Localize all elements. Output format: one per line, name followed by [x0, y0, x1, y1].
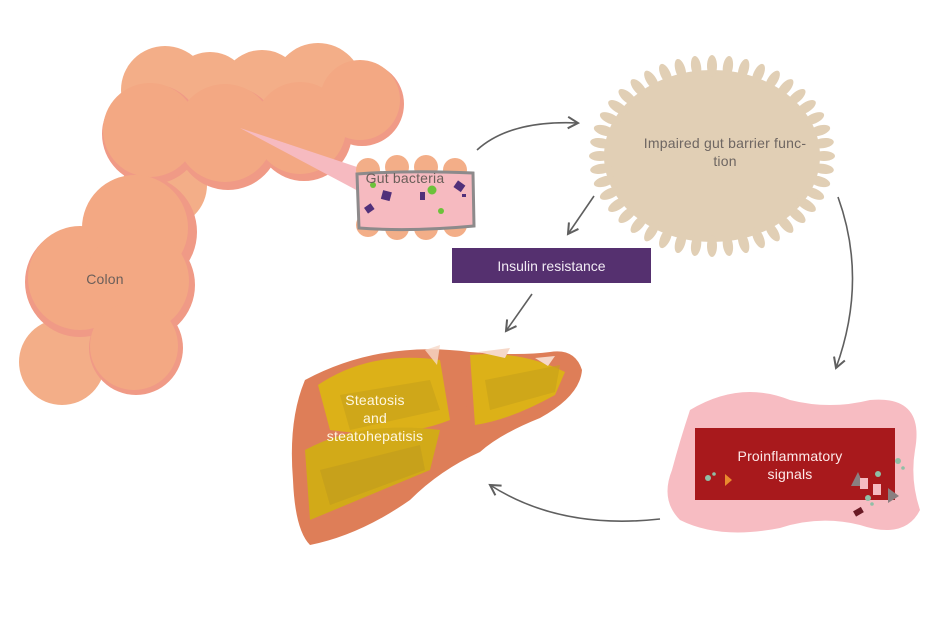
colon-illustration — [19, 43, 404, 405]
signal-particles — [705, 458, 905, 517]
barrier-scallop — [618, 206, 637, 224]
barrier-scallop — [644, 222, 659, 242]
barrier-scallop — [722, 55, 734, 78]
barrier-scallop — [690, 55, 702, 78]
barrier-scallop — [803, 112, 825, 126]
barrier-scallop — [765, 70, 780, 90]
bacteria-green-icons — [370, 182, 444, 214]
barrier-scallop — [593, 175, 616, 188]
liver-label: Steatosis and steatohepatisis — [326, 392, 424, 444]
barrier-scallop — [737, 58, 750, 81]
barrier-scallop — [796, 197, 816, 212]
barrier-scallop — [593, 124, 616, 137]
liver-illustration — [291, 345, 582, 545]
arrow-barrier-to-insulin — [566, 195, 595, 236]
arrow-insulin-to-liver — [504, 293, 533, 333]
barrier-scallop — [777, 79, 794, 97]
barrier-scallop — [811, 163, 834, 174]
barrier-scallop — [674, 58, 687, 81]
barrier-scallop — [803, 186, 825, 200]
barrier-scallop — [765, 222, 780, 242]
barrier-scallop — [608, 100, 628, 115]
barrier-scallop — [796, 100, 816, 115]
barrier-scallop — [599, 186, 621, 200]
gut-bacteria-label: Gut bacteria — [365, 170, 445, 186]
insulin-resistance-label: Insulin resistance — [497, 257, 606, 274]
barrier-scallop — [722, 234, 734, 257]
arrows — [476, 115, 854, 522]
insulin-resistance-box: Insulin resistance — [452, 248, 651, 283]
fat-deposits — [305, 345, 565, 520]
barrier-scallop — [589, 151, 611, 161]
gut-barrier-label: Impaired gut barrier func- tion — [643, 135, 807, 169]
bacteria-purple-icons — [364, 180, 466, 214]
barrier-scallop — [630, 79, 647, 97]
barrier-scallop — [590, 138, 613, 149]
gut-barrier-shape — [589, 55, 835, 257]
barrier-scallop — [659, 63, 672, 85]
barrier-scallop — [644, 70, 659, 90]
barrier-scallop — [752, 63, 765, 85]
arrow-barrier-to-proinflammatory — [833, 196, 854, 370]
arrow-bacteria-to-barrier — [476, 115, 581, 151]
barrier-scallop — [590, 163, 613, 174]
proinflammatory-illustration — [667, 392, 920, 533]
gut-bacteria-illustration — [355, 155, 476, 240]
barrier-scallop — [808, 124, 831, 137]
colon-label: Colon — [86, 271, 124, 287]
arrow-proinflammatory-to-liver — [488, 483, 661, 522]
barrier-scallop — [608, 197, 628, 212]
barrier-scallop — [674, 231, 687, 254]
barrier-scallop — [630, 215, 647, 233]
barrier-scallop — [808, 175, 831, 188]
barrier-scallop — [690, 234, 702, 257]
barrier-scallop — [599, 112, 621, 126]
barrier-scallop — [659, 227, 672, 249]
barrier-scallop — [811, 138, 834, 149]
barrier-scallop — [787, 88, 806, 106]
barrier-scallop — [777, 215, 794, 233]
barrier-scallop — [787, 206, 806, 224]
barrier-scallop — [618, 88, 637, 106]
barrier-scallop — [752, 227, 765, 249]
barrier-scallop — [813, 151, 835, 161]
barrier-scallop — [737, 231, 750, 254]
proinflammatory-label: Proinflammatory signals — [737, 448, 843, 482]
zoom-wedge — [240, 128, 360, 192]
barrier-scallop — [707, 235, 717, 257]
barrier-scallop — [707, 55, 717, 77]
